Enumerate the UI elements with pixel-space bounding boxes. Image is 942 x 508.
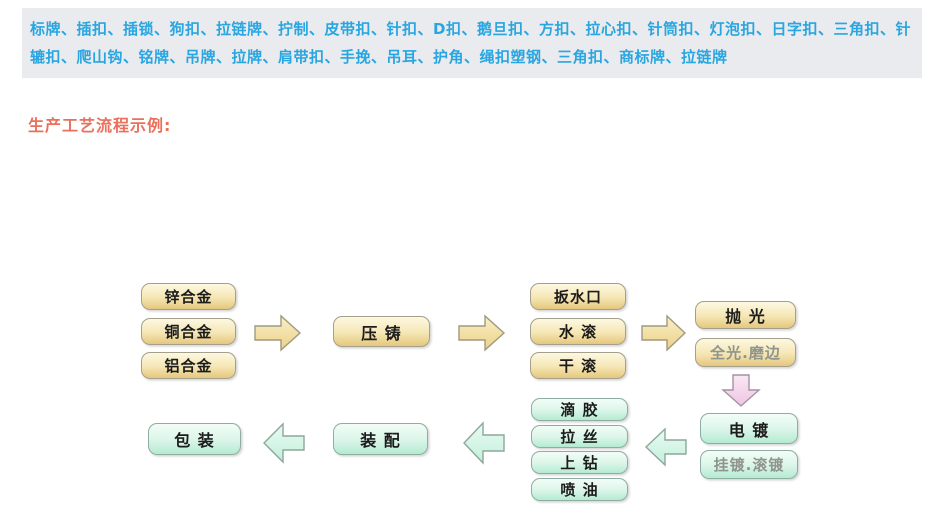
- product-keywords-bar: 标牌、插扣、插锁、狗扣、拉链牌、拧制、皮带扣、针扣、D扣、鹅旦扣、方扣、拉心扣、…: [22, 8, 922, 78]
- flow-box-die-casting: 压 铸: [333, 316, 430, 347]
- flow-box-polishing-methods: 全光.磨边: [695, 338, 796, 367]
- section-title: 生产工艺流程示例:: [28, 116, 172, 135]
- arrow-right-icon: [641, 313, 687, 353]
- flow-box-epoxy-coating: 滴 胶: [531, 398, 628, 421]
- arrow-left-icon: [263, 421, 305, 465]
- flow-box-brushing: 拉 丝: [531, 425, 628, 448]
- arrow-right-icon: [254, 313, 302, 353]
- flow-box-dry-tumbling: 干 滚: [530, 352, 626, 379]
- flow-box-assembly: 装 配: [333, 423, 428, 455]
- flow-box-water-tumbling: 水 滚: [530, 318, 626, 345]
- arrow-down-icon: [721, 374, 761, 408]
- flow-box-packaging: 包 装: [148, 423, 241, 455]
- flow-box-electroplating: 电 镀: [700, 413, 798, 444]
- arrow-left-icon: [645, 426, 687, 468]
- flow-box-zinc-alloy: 锌合金: [141, 283, 236, 310]
- flow-box-plating-methods: 挂镀.滚镀: [700, 450, 798, 479]
- flow-box-gate-removal: 扳水口: [530, 283, 626, 310]
- flow-box-aluminum-alloy: 铝合金: [141, 352, 236, 379]
- arrow-right-icon: [458, 313, 506, 353]
- flow-box-oil-spraying: 喷 油: [531, 478, 628, 501]
- arrow-left-icon: [463, 420, 505, 466]
- flow-box-stone-setting: 上 钻: [531, 451, 628, 474]
- flow-box-polishing: 抛 光: [695, 301, 796, 329]
- flow-box-copper-alloy: 铜合金: [141, 318, 236, 345]
